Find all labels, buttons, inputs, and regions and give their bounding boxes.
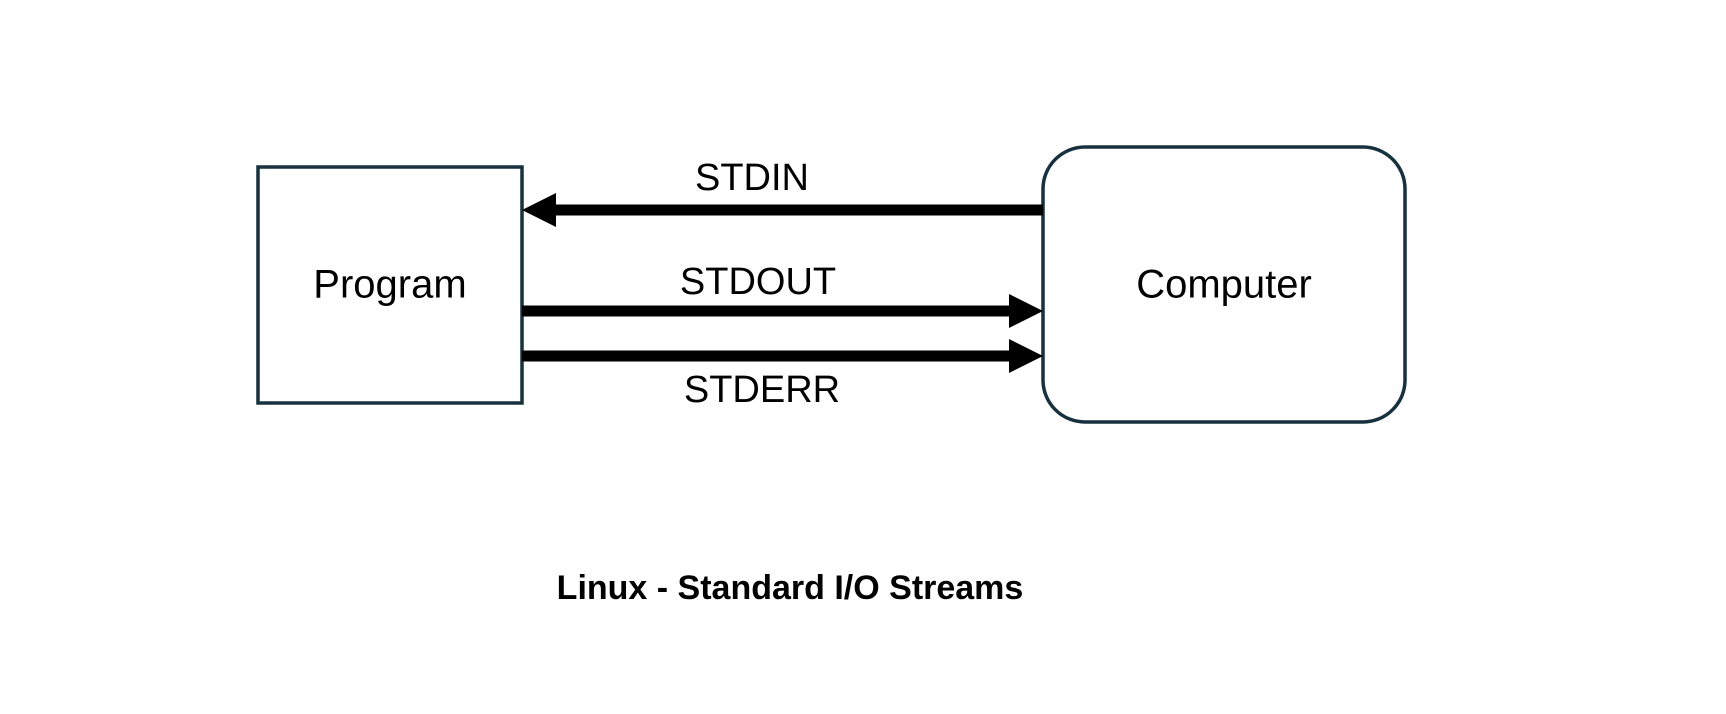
diagram-caption: Linux - Standard I/O Streams (557, 569, 1024, 607)
stdin-label: STDIN (695, 157, 809, 199)
program-box-label: Program (313, 263, 466, 307)
node-computer[interactable]: Computer (1041, 145, 1407, 424)
stderr-arrowhead-right-icon (1009, 339, 1043, 373)
computer-box-shape (1041, 145, 1407, 424)
stdout-label: STDOUT (680, 261, 836, 303)
computer-box-label: Computer (1136, 263, 1312, 307)
edge-stderr[interactable]: STDERR (522, 339, 1043, 411)
stderr-label: STDERR (684, 369, 840, 411)
stdout-arrowhead-right-icon (1009, 294, 1043, 328)
node-program[interactable]: Program (256, 165, 524, 405)
stdin-arrowhead-left-icon (522, 193, 556, 227)
edge-stdout[interactable]: STDOUT (522, 261, 1043, 328)
edge-stdin[interactable]: STDIN (522, 157, 1043, 227)
program-box-shape (256, 165, 524, 405)
